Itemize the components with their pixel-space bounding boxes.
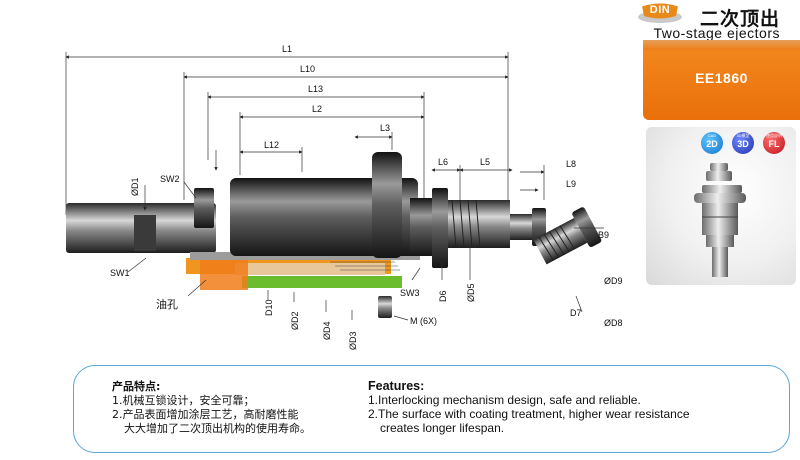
- label-d7: D7: [570, 308, 582, 318]
- ejector-technical-drawing: L1 L10 L13 L2 L3 L12 L6 L5 L8 L9: [65, 44, 623, 350]
- features-chinese: 产品特点: 1.机械互锁设计，安全可靠； 2.产品表面增加涂层工艺，高耐磨性能 …: [112, 380, 372, 436]
- page-header: DIN 二次顶出 Two-stage ejectors: [612, 2, 792, 42]
- label-sw1: SW1: [110, 268, 130, 278]
- dim-l8: L8: [566, 159, 576, 169]
- din-label: DIN: [649, 4, 671, 16]
- label-d4: ØD4: [322, 321, 332, 340]
- label-d5: ØD5: [466, 283, 476, 302]
- product-code: EE1860: [695, 70, 748, 86]
- features-box: 产品特点: 1.机械互锁设计，安全可靠； 2.产品表面增加涂层工艺，高耐磨性能 …: [73, 365, 790, 453]
- features-cn-1: 1.机械互锁设计，安全可靠；: [112, 394, 255, 407]
- features-en-2b: creates longer lifespan.: [380, 421, 505, 435]
- dim-l10: L10: [300, 64, 315, 74]
- label-sw3: SW3: [400, 288, 420, 298]
- label-m6x: M (6X): [410, 316, 437, 326]
- label-d9: ØD9: [604, 276, 623, 286]
- dim-l1: L1: [282, 44, 292, 54]
- dim-l3: L3: [380, 123, 390, 133]
- features-cn-2: 2.产品表面增加涂层工艺，高耐磨性能: [112, 408, 299, 421]
- title-chinese: 二次顶出: [699, 8, 780, 30]
- features-en-2: 2.The surface with coating treatment, hi…: [368, 407, 690, 421]
- title-english: Two-stage ejectors: [653, 25, 780, 41]
- features-english: Features: 1.Interlocking mechanism desig…: [368, 379, 788, 435]
- label-d1: ØD1: [130, 177, 140, 196]
- din-badge-icon: [638, 2, 682, 23]
- dim-l2: L2: [312, 104, 322, 114]
- product-code-panel: EE1860: [643, 40, 800, 120]
- label-b9: B9: [598, 230, 609, 240]
- label-d6: D6: [438, 290, 448, 302]
- label-d2: ØD2: [290, 311, 300, 330]
- label-oil-hole: 油孔: [156, 297, 178, 311]
- features-cn-2b: 大大增加了二次顶出机构的使用寿命。: [124, 422, 311, 435]
- label-d8: ØD8: [604, 318, 623, 328]
- dim-l9: L9: [566, 179, 576, 189]
- label-d3: ØD3: [348, 331, 358, 350]
- ejector-product-photo: [694, 163, 746, 277]
- label-sw2: SW2: [160, 174, 180, 184]
- dim-l6: L6: [438, 157, 448, 167]
- dim-l12: L12: [264, 140, 279, 150]
- features-en-title: Features:: [368, 379, 425, 393]
- features-en-1: 1.Interlocking mechanism design, safe an…: [368, 393, 641, 407]
- label-d10: D10: [264, 299, 274, 316]
- dim-l13: L13: [308, 84, 323, 94]
- features-cn-title: 产品特点:: [112, 380, 161, 393]
- dim-l5: L5: [480, 157, 490, 167]
